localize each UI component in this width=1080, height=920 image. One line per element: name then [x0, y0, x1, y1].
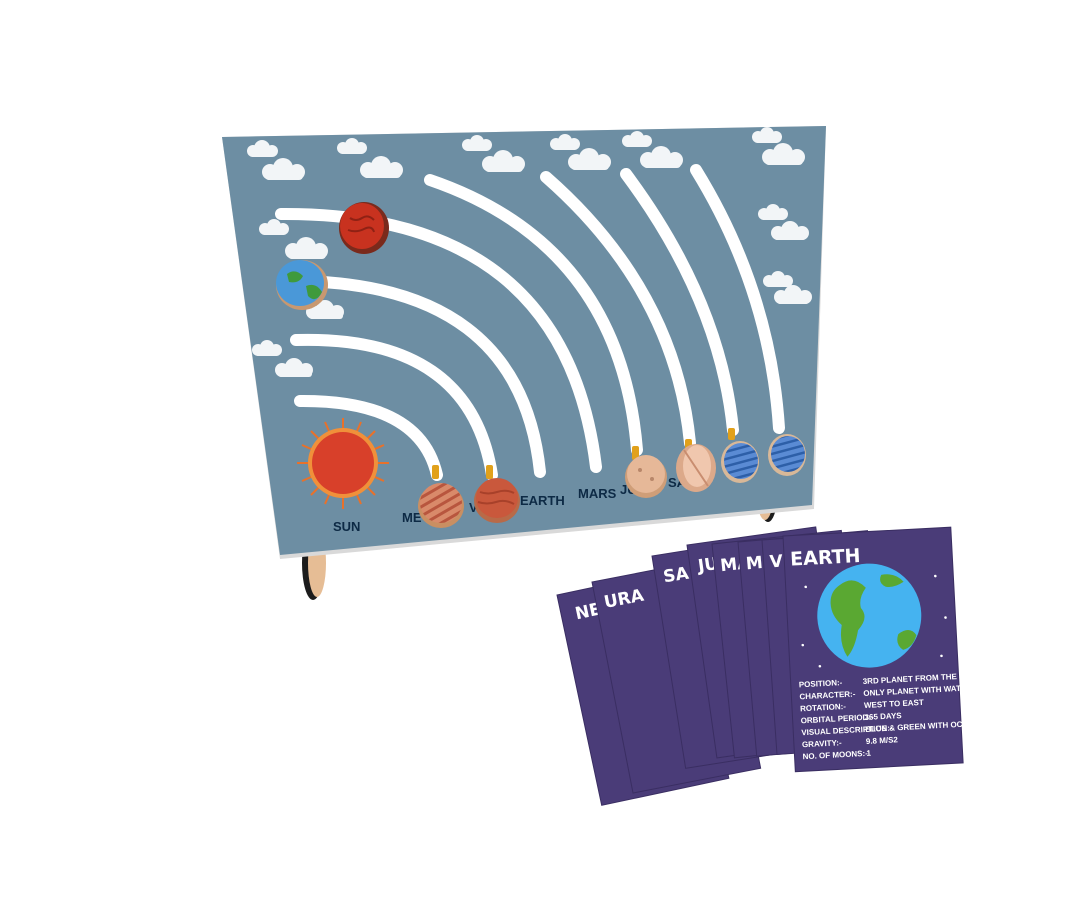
label-mercury: ME [402, 510, 422, 525]
orbit-slot-5 [424, 174, 643, 456]
clouds [247, 127, 812, 377]
field-label-gravity: GRAVITY:- [802, 738, 842, 749]
orbit-slot-8 [690, 164, 785, 434]
sun [297, 418, 389, 509]
orbit-slot-3 [282, 274, 546, 478]
planet-neptune-disc[interactable] [768, 434, 806, 476]
field-label-moons: NO. OF MOONS:- [802, 749, 868, 761]
card-title-saturn: SA [662, 563, 691, 587]
planet-mars-disc[interactable] [339, 202, 389, 254]
field-label-character: CHARACTER:- [799, 689, 856, 701]
label-earth: EARTH [520, 493, 565, 508]
field-value-orbital-period: 365 DAYS [864, 711, 902, 722]
planet-card-earth[interactable]: EARTH POSITION:- CHARACTER:- ROTATION:- … [782, 525, 1004, 773]
orbit-slot-6 [540, 171, 696, 449]
label-sun: SUN [333, 519, 360, 534]
orbit-slot-2 [290, 333, 498, 481]
planet-earth-disc[interactable] [276, 260, 328, 310]
label-venus: V [469, 500, 478, 515]
planet-saturn-disc[interactable] [676, 444, 716, 492]
field-label-orbital-period: ORBITAL PERIOD:- [800, 712, 874, 725]
field-value-gravity: 9.8 M/S2 [866, 735, 899, 746]
label-mars: MARS [578, 486, 617, 501]
field-value-moons: 1 [866, 749, 871, 758]
planet-card-stack: NEP URA SA JU MA ME VE [556, 525, 1004, 806]
orbit-slot-1 [294, 394, 443, 481]
field-value-rotation: WEST TO EAST [864, 698, 924, 710]
planet-jupiter-disc[interactable] [625, 455, 667, 498]
planet-mercury-disc[interactable] [418, 483, 464, 528]
field-label-position: POSITION:- [799, 678, 843, 689]
planet-venus-disc[interactable] [474, 478, 520, 523]
earth-globe-illustration [817, 563, 922, 668]
card-title-earth: EARTH [790, 545, 861, 571]
orbit-slot-7 [620, 168, 739, 436]
planet-uranus-disc[interactable] [721, 441, 759, 483]
field-label-rotation: ROTATION:- [800, 702, 847, 713]
card-stars [801, 574, 947, 668]
